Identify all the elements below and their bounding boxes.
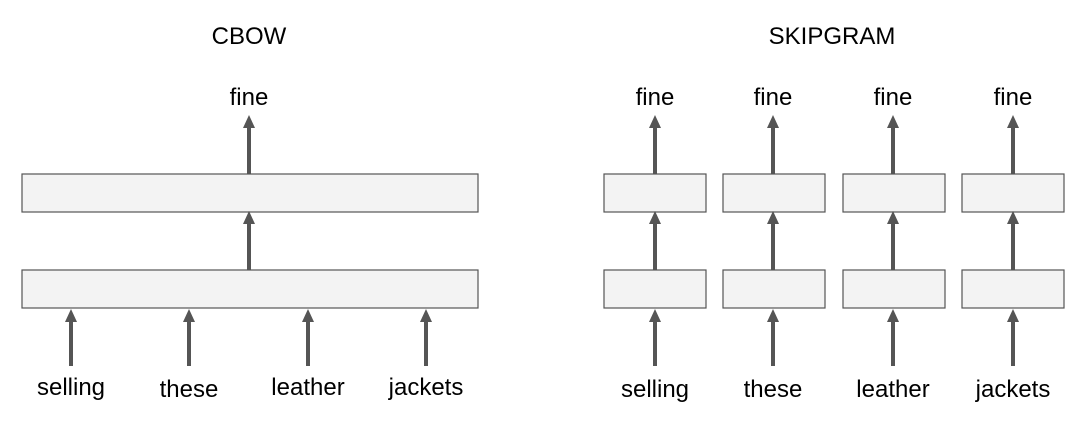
cbow-title: CBOW <box>212 23 287 50</box>
cbow-input-arrow <box>302 309 314 366</box>
skipgram-column: fine these <box>722 84 826 403</box>
skipgram-input-word: selling <box>621 376 689 403</box>
cbow-input-arrow <box>65 309 77 366</box>
cbow-input-word: jackets <box>388 374 464 401</box>
cbow-output-arrow <box>243 115 255 174</box>
skipgram-output-word: fine <box>636 84 675 111</box>
skipgram-upper-layer <box>722 173 826 213</box>
skipgram-lower-layer <box>961 269 1065 309</box>
cbow-input-arrow <box>183 309 195 366</box>
skipgram-output-word: fine <box>754 84 793 111</box>
cbow-lower-layer <box>21 269 479 309</box>
skipgram-input-word: jackets <box>975 376 1051 403</box>
skipgram-output-word: fine <box>874 84 913 111</box>
skipgram-upper-layer <box>961 173 1065 213</box>
skipgram-output-word: fine <box>994 84 1033 111</box>
cbow-input-word: these <box>160 376 219 403</box>
skipgram-column: fine leather <box>842 84 946 403</box>
cbow-output-word: fine <box>230 84 269 111</box>
skipgram-lower-layer <box>842 269 946 309</box>
skipgram-lower-layer <box>603 269 707 309</box>
skipgram-input-word: these <box>744 376 803 403</box>
skipgram-title: SKIPGRAM <box>769 23 896 50</box>
cbow-model: CBOW fine selling <box>21 23 479 403</box>
skipgram-column: fine selling <box>603 84 707 403</box>
cbow-input-word: selling <box>37 374 105 401</box>
skipgram-input-word: leather <box>856 376 929 403</box>
skipgram-model: SKIPGRAM fine selling fine these <box>603 23 1065 403</box>
skipgram-column: fine jackets <box>961 84 1065 403</box>
skipgram-lower-layer <box>722 269 826 309</box>
skipgram-upper-layer <box>842 173 946 213</box>
cbow-input-arrow <box>420 309 432 366</box>
cbow-hidden-arrow <box>243 211 255 270</box>
cbow-input-word: leather <box>271 374 344 401</box>
skipgram-upper-layer <box>603 173 707 213</box>
cbow-upper-layer <box>21 173 479 213</box>
